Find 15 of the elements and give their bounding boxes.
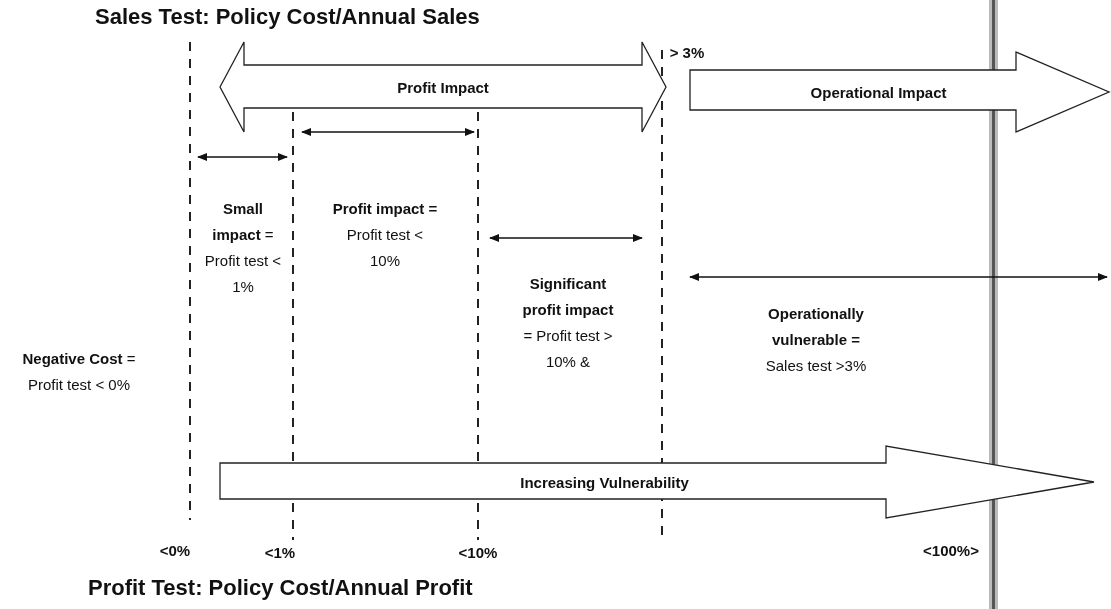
zone-description: Small impact = Profit test < 1%	[203, 199, 283, 297]
axis-tick-label: <1%	[263, 543, 297, 563]
arrow-label: Profit Impact	[397, 78, 489, 96]
heading: Sales Test: Policy Cost/Annual Sales	[95, 4, 480, 30]
caption: Profit Test: Policy Cost/Annual Profit	[88, 575, 473, 601]
zone-description: Negative Cost = Profit test < 0%	[21, 349, 137, 395]
zone-description: Profit impact = Profit test < 10%	[331, 199, 439, 271]
zone-description: Operationally vulnerable = Sales test >3%	[764, 304, 868, 376]
zone-description: Significant profit impact = Profit test > 10% &	[521, 274, 615, 372]
threshold-label: > 3%	[668, 43, 706, 63]
axis-tick-label: <10%	[457, 543, 499, 563]
axis-tick-label: <100%>	[922, 541, 980, 561]
arrow-label: Operational Impact	[810, 83, 947, 101]
axis-tick-label: <0%	[158, 541, 192, 561]
arrow-label: Increasing Vulnerability	[520, 473, 689, 491]
